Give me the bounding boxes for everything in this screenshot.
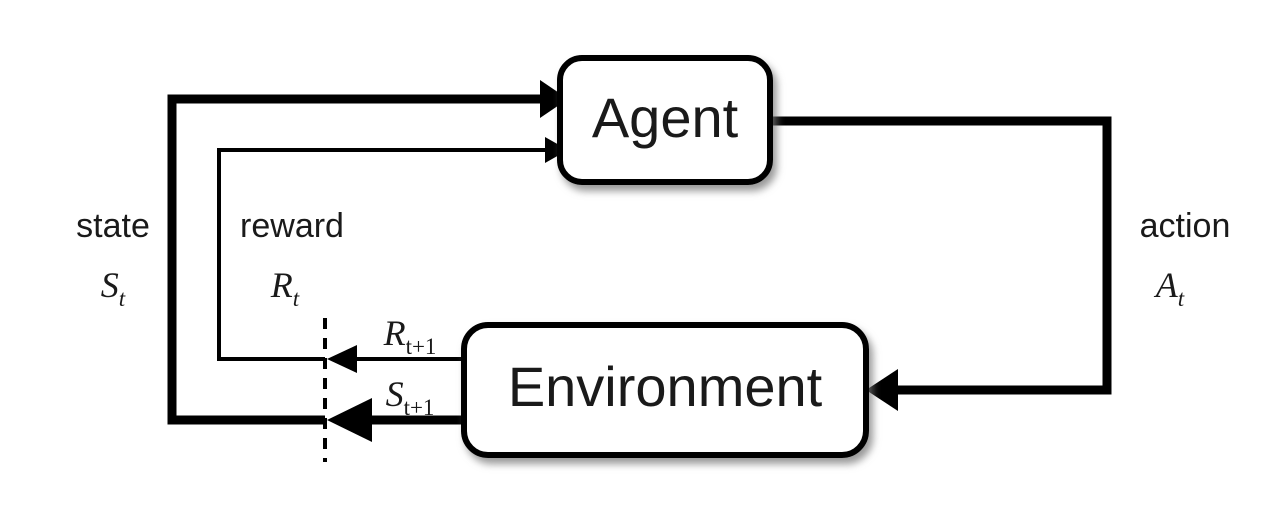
- label-state: state St: [76, 207, 150, 311]
- node-agent[interactable]: Agent: [557, 55, 773, 185]
- reward-symbol-label: Rt: [270, 265, 300, 311]
- environment-box[interactable]: [461, 322, 869, 458]
- reward-feedback-line: [217, 148, 545, 361]
- node-environment[interactable]: Environment: [461, 322, 869, 458]
- agent-label: Agent: [592, 86, 739, 149]
- edge-reward-feedback: [217, 137, 568, 361]
- next-state-symbol-subscript: t+1: [404, 395, 435, 420]
- agent-box[interactable]: [557, 55, 773, 185]
- next-reward-symbol-label: Rt+1: [383, 313, 437, 359]
- next-reward-symbol-base: R: [383, 313, 406, 353]
- label-next-state: St+1: [386, 374, 435, 420]
- action-word-label: action: [1140, 207, 1231, 245]
- action-symbol-subscript: t: [1178, 286, 1185, 311]
- next-state-symbol-label: St+1: [386, 374, 435, 420]
- state-word-label: state: [76, 207, 150, 245]
- action-arrowhead-icon: [866, 369, 898, 411]
- edge-action-output: [770, 116, 1112, 411]
- reward-symbol-base: R: [270, 265, 293, 305]
- next-state-symbol-base: S: [386, 374, 404, 414]
- reward-word-label: reward: [240, 207, 344, 245]
- label-reward: reward Rt: [240, 207, 344, 311]
- label-action: action At: [1140, 207, 1231, 311]
- edge-state-feedback: [167, 80, 568, 425]
- action-symbol-base: A: [1154, 265, 1179, 305]
- edge-next-reward: [327, 345, 464, 373]
- state-symbol-subscript: t: [119, 286, 126, 311]
- environment-label: Environment: [508, 355, 823, 418]
- edge-next-state: [327, 398, 464, 442]
- state-symbol-label: St: [101, 265, 126, 311]
- action-symbol-label: At: [1154, 265, 1185, 311]
- action-output-line: [770, 116, 1112, 395]
- state-arrowhead-icon: [540, 80, 568, 118]
- next-reward-arrowhead-icon: [327, 345, 357, 373]
- state-symbol-base: S: [101, 265, 119, 305]
- label-next-reward: Rt+1: [383, 313, 437, 359]
- reward-symbol-subscript: t: [293, 286, 300, 311]
- next-state-arrowhead-icon: [327, 398, 372, 442]
- reward-arrowhead-icon: [545, 137, 568, 163]
- next-reward-symbol-subscript: t+1: [406, 334, 437, 359]
- state-feedback-line: [167, 94, 540, 425]
